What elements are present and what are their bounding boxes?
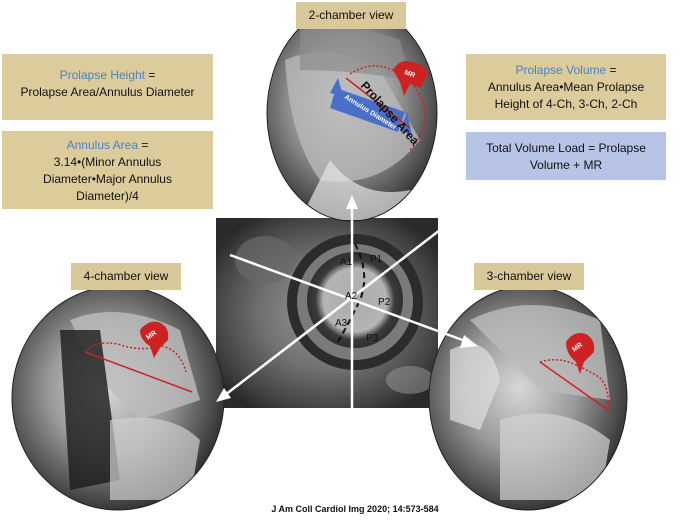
four-chamber-annotations [84,321,193,393]
prolapse-height-equals: = [145,68,156,82]
four-chamber-mr-jet [140,321,169,358]
total-volume-box: Total Volume Load = Prolapse Volume + MR [466,132,666,180]
two-chamber-mr-label: MR [403,69,416,79]
two-chamber-annotations [330,61,428,151]
prolapse-volume-definition: Annulus Area•Mean Prolapse Height of 4-C… [487,80,645,111]
annulus-area-definition: 3.14•(Minor Annulus Diameter•Major Annul… [43,155,172,203]
prolapse-volume-term: Prolapse Volume [515,63,607,77]
annulus-diameter-bar [330,88,405,132]
three-chamber-view-label: 3-chamber view [474,263,584,290]
view-arrows [216,195,478,408]
two-chamber-mr-jet [393,61,428,96]
prolapse-volume-equals: = [606,63,617,77]
three-chamber-annulus-line [539,361,609,411]
three-chamber-image [429,286,627,510]
coaptation-line [335,234,366,346]
scallop-p1: P1 [370,254,383,265]
two-chamber-image [267,5,437,221]
arrow-to-three-chamber [229,253,469,344]
annulus-area-equals: = [138,138,149,152]
scallop-a2: A2 [345,291,358,302]
prolapse-height-box: Prolapse Height = Prolapse Area/Annulus … [2,54,213,120]
annulus-area-term: Annulus Area [66,138,139,152]
four-chamber-view-label: 4-chamber view [71,263,181,290]
scallop-a3: A3 [335,318,348,329]
prolapse-volume-box: Prolapse Volume = Annulus Area•Mean Prol… [466,54,666,120]
short-axis-image [216,218,438,408]
three-chamber-prolapse-outline [539,359,610,411]
arrow-to-four-chamber [224,229,441,396]
three-chamber-mr-jet [566,333,595,374]
two-chamber-annulus-line [345,77,411,129]
scallop-p3: P3 [366,333,379,344]
annulus-area-box: Annulus Area = 3.14•(Minor Annulus Diame… [2,131,213,209]
scallop-a1: A1 [340,257,353,268]
two-chamber-view-label: 2-chamber view [296,2,406,29]
three-chamber-mr-label: MR [571,342,584,354]
four-chamber-image [12,286,224,510]
prolapse-height-term: Prolapse Height [59,68,146,82]
four-chamber-prolapse-outline [84,342,187,373]
three-chamber-annotations [539,333,610,411]
four-chamber-annulus-line [84,351,193,393]
four-chamber-mr-label: MR [145,330,158,342]
total-volume-text: Total Volume Load = Prolapse Volume + MR [486,141,646,172]
prolapse-height-definition: Prolapse Area/Annulus Diameter [20,85,195,99]
citation: J Am Coll Cardiol Img 2020; 14:573-584 [271,504,439,514]
scallop-p2: P2 [378,297,391,308]
